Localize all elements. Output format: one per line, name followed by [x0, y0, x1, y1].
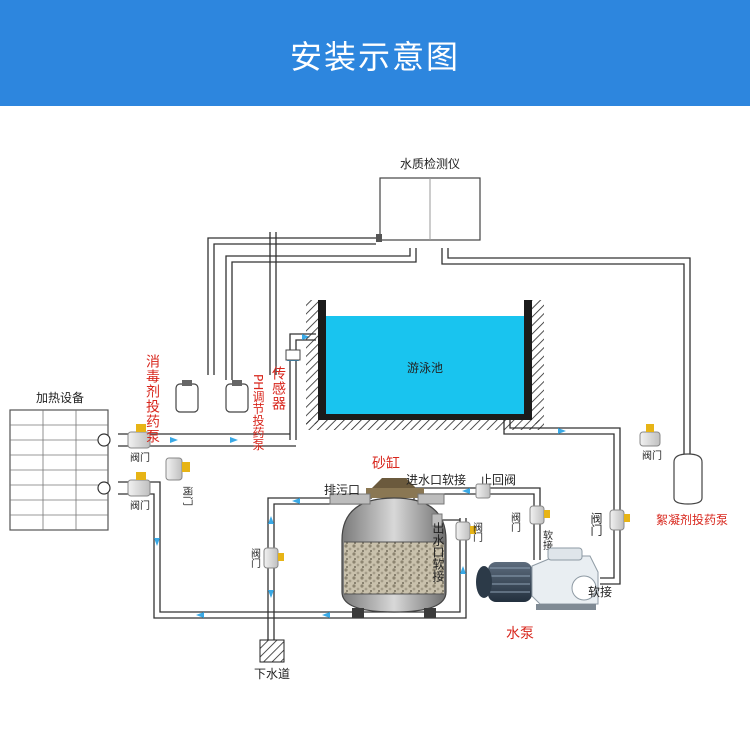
water-pump-label: 水泵	[506, 626, 534, 642]
flow-arrow	[558, 428, 566, 434]
swimming-pool: 游泳池	[306, 300, 544, 430]
flocculant-pump: 絮凝剂投药泵	[656, 453, 728, 527]
page-title: 安装示意图	[289, 38, 460, 76]
pool-label: 游泳池	[407, 361, 443, 375]
valve-label: 阀门	[249, 547, 261, 569]
disinfectant-pump-label: 消毒剂投药泵	[144, 354, 160, 444]
ph-pump-label: PH调节投药泵	[251, 374, 265, 450]
heater-top-valve: 阀门	[127, 424, 151, 464]
heater-bottom-valve: 阀门	[127, 472, 151, 512]
flow-arrow	[462, 488, 470, 494]
valve-label: 阀门	[130, 451, 150, 464]
flow-arrow	[154, 538, 160, 546]
return-line-valve: 阀门	[165, 457, 194, 506]
flow-arrow	[196, 612, 204, 618]
pump-suction-valve: 阀门	[589, 509, 630, 536]
flow-arrow	[268, 516, 274, 524]
sewer-label: 下水道	[254, 667, 290, 681]
valve-label: 阀门	[509, 511, 521, 533]
flocculant-pump-label: 絮凝剂投药泵	[656, 512, 728, 527]
sewer: 下水道	[254, 639, 290, 681]
header-banner: 安装示意图	[0, 0, 750, 106]
valve-label: 阀门	[642, 449, 662, 462]
check-valve	[475, 483, 491, 499]
valve-label: 阀门	[181, 486, 194, 506]
flow-arrow	[230, 437, 238, 443]
drain-valve: 阀门	[249, 547, 284, 569]
hose-label: 软接	[588, 584, 612, 599]
check-valve-label: 止回阀	[480, 473, 516, 487]
sensor-label: 传感器	[270, 366, 286, 411]
water-pump: 水泵	[476, 547, 599, 642]
inlet-hose-label: 进水口软接	[406, 472, 466, 487]
valve-label: 阀门	[589, 512, 603, 536]
flow-arrow	[170, 437, 178, 443]
flow-arrow	[268, 590, 274, 598]
sand-tank-label: 砂缸	[372, 455, 400, 472]
outlet-hose-label: 出水口软接	[431, 522, 445, 582]
flocculant-valve: 阀门	[639, 424, 662, 462]
ph-pump: PH调节投药泵	[225, 374, 265, 450]
return-valve-right: 阀门	[455, 521, 483, 543]
valve-label: 阀门	[471, 521, 483, 543]
hose-label: 软接	[541, 529, 553, 551]
drain-outlet-label: 排污口	[324, 483, 360, 497]
pump-inlet-valve: 阀门 软接	[509, 505, 553, 551]
sensor: 传感器	[270, 349, 301, 411]
flow-arrow	[292, 498, 300, 504]
disinfectant-pump: 消毒剂投药泵	[144, 354, 199, 444]
sand-filter-tank: 砂缸	[329, 455, 447, 618]
water-quality-meter: 水质检测仪	[376, 156, 481, 242]
heater-label: 加热设备	[36, 391, 84, 405]
valve-label: 阀门	[130, 499, 150, 512]
flow-arrow	[460, 566, 466, 574]
flow-arrow	[322, 612, 330, 618]
heater: 加热设备	[9, 391, 111, 531]
water-quality-meter-label: 水质检测仪	[400, 156, 460, 171]
